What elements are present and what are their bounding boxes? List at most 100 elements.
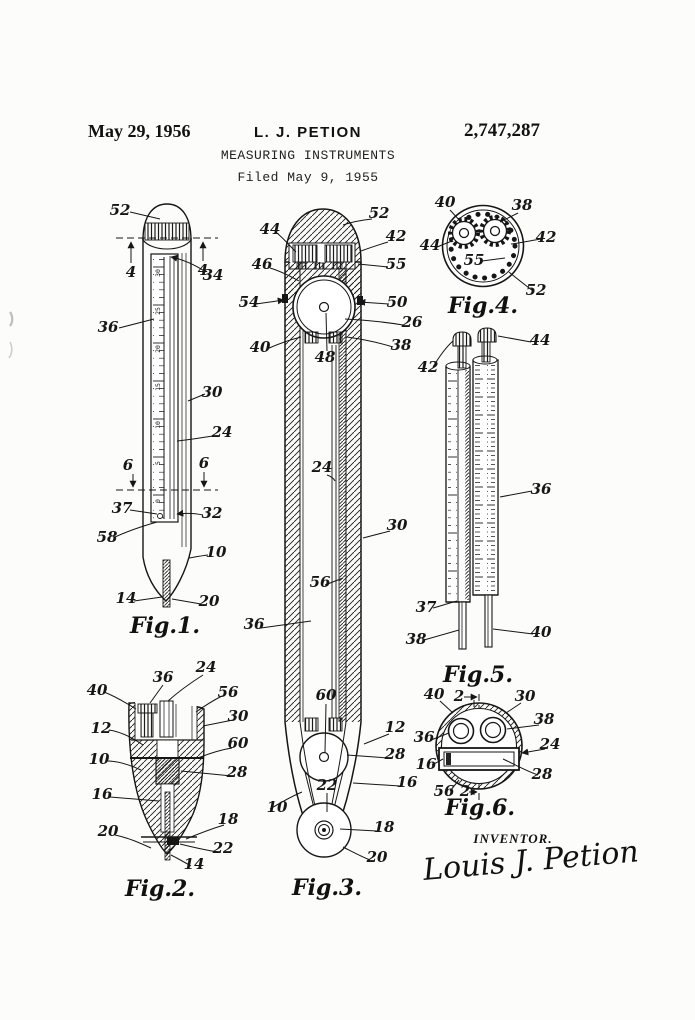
fig6-rod-left xyxy=(447,717,475,745)
fig4-ref-38: 38 xyxy=(512,196,533,214)
fig3-ref-22: 22 xyxy=(316,776,338,794)
fig2-caption: Fig.2. xyxy=(124,876,195,902)
fig4-ref-55: 55 xyxy=(464,251,485,269)
fig5-ref-38: 38 xyxy=(406,630,427,648)
fig3-ref-55: 55 xyxy=(386,255,407,273)
fig1-ref-20: 20 xyxy=(198,592,220,610)
fig6-ref-28: 28 xyxy=(531,765,553,783)
fig2-ref-12: 12 xyxy=(91,719,112,737)
scale-number: 10 xyxy=(154,421,162,429)
fig1-ref-10: 10 xyxy=(206,543,227,561)
fig1-ref-52: 52 xyxy=(110,201,131,219)
fig6-rod-right xyxy=(479,716,507,744)
fig3-ref-56: 56 xyxy=(310,573,331,591)
fig6-caption: Fig.6. xyxy=(444,795,515,821)
fig2-ref-36: 36 xyxy=(153,668,174,686)
fig6-ref-38: 38 xyxy=(534,710,555,728)
fig1-ref-37: 37 xyxy=(112,499,133,517)
fig6-ref-2-top: 2 xyxy=(453,687,464,705)
patent-number: 2,747,287 xyxy=(464,120,541,141)
fig5-ref-44: 44 xyxy=(530,331,551,349)
scale-number: 25 xyxy=(154,307,162,315)
fig2-rod-36 xyxy=(140,712,154,738)
figure-6: 40 2 30 38 36 24 16 28 56 2 Fig.6. xyxy=(414,685,561,821)
fig3-ref-30: 30 xyxy=(387,516,408,534)
fig3-ref-40: 40 xyxy=(250,338,271,356)
figure-2: 40 36 24 56 12 30 10 60 16 28 20 18 22 1… xyxy=(87,658,249,902)
fig5-right-shaft xyxy=(484,594,493,648)
fig2-ref-30: 30 xyxy=(228,707,249,725)
fig1-ref-58: 58 xyxy=(97,528,118,546)
fig1-ref-24: 24 xyxy=(211,423,233,441)
fig4-ref-40: 40 xyxy=(435,193,456,211)
fig3-left-wall xyxy=(285,262,300,722)
fig5-ref-42: 42 xyxy=(418,358,439,376)
fig3-ref-18: 18 xyxy=(374,818,395,836)
patent-title: MEASURING INSTRUMENTS xyxy=(221,148,395,163)
fig6-ref-24: 24 xyxy=(539,735,561,753)
fig1-ref-6-right: 6 xyxy=(199,454,210,472)
figure-3: 44 52 42 46 55 54 50 26 40 48 38 24 30 5… xyxy=(239,204,423,901)
fig3-ref-44: 44 xyxy=(260,220,281,238)
issue-date: May 29, 1956 xyxy=(88,121,191,141)
footer: INVENTOR. Louis J. Petion xyxy=(421,831,640,888)
fig5-right-knob xyxy=(477,327,497,343)
fig2-ref-14: 14 xyxy=(184,855,205,873)
fig6-ref-56: 56 xyxy=(434,782,455,800)
fig1-caption: Fig.1. xyxy=(129,613,200,639)
fig2-ref-18: 18 xyxy=(218,810,239,828)
fig3-ref-38: 38 xyxy=(391,336,412,354)
fig3-ref-16: 16 xyxy=(397,773,418,791)
scale-number: 5 xyxy=(154,461,162,465)
fig3-ref-28: 28 xyxy=(384,745,406,763)
fig3-ref-36: 36 xyxy=(244,615,265,633)
fig2-rod-24 xyxy=(159,700,174,738)
fig2-ref-60: 60 xyxy=(228,734,249,752)
scale-number: 0 xyxy=(154,499,162,503)
fig1-ref-6-left: 6 xyxy=(123,456,134,474)
fig3-rod-24 xyxy=(331,345,337,718)
scan-artifact xyxy=(8,311,14,359)
inventor-label: INVENTOR. xyxy=(472,831,552,846)
fig2-ref-16: 16 xyxy=(92,785,113,803)
fig3-ref-52: 52 xyxy=(369,204,390,222)
fig1-barrel xyxy=(142,238,192,557)
fig1-ref-14: 14 xyxy=(116,589,137,607)
fig1-ref-30: 30 xyxy=(202,383,223,401)
fig5-ref-40: 40 xyxy=(531,623,552,641)
fig3-ref-12: 12 xyxy=(385,718,406,736)
fig1-ref-4-left: 4 xyxy=(126,263,136,281)
fig6-ref-40: 40 xyxy=(424,685,445,703)
fig1-ref-32: 32 xyxy=(202,504,223,522)
fig4-ref-42: 42 xyxy=(536,228,557,246)
fig3-ref-10: 10 xyxy=(267,798,288,816)
fig1-blade xyxy=(162,559,171,608)
fig4-ref-44: 44 xyxy=(420,236,441,254)
fig4-gear-left xyxy=(448,217,480,249)
figure-4: 40 38 44 42 55 52 Fig.4. xyxy=(420,193,557,319)
scale-number: 30 xyxy=(154,269,162,277)
fig3-ref-42: 42 xyxy=(386,227,407,245)
fig2-ref-24: 24 xyxy=(195,658,217,676)
fig3-ref-50: 50 xyxy=(387,293,408,311)
fig2-ref-22: 22 xyxy=(212,839,234,857)
fig1-scale-numbers: 30 25 20 15 10 5 0 xyxy=(154,269,162,503)
fig3-caption: Fig.3. xyxy=(291,875,362,901)
fig1-cap xyxy=(142,203,192,241)
fig3-right-wall xyxy=(346,262,361,722)
fig2-ref-28: 28 xyxy=(226,763,248,781)
fig6-ref-36: 36 xyxy=(414,728,435,746)
fig4-caption: Fig.4. xyxy=(447,293,518,319)
fig3-ref-20: 20 xyxy=(366,848,388,866)
fig3-ref-48: 48 xyxy=(315,348,336,366)
fig3-liner-56 xyxy=(339,268,346,722)
fig1-ref-34: 34 xyxy=(203,266,224,284)
figure-5: 42 44 36 37 38 40 Fig.5. xyxy=(406,327,552,688)
fig3-ref-54: 54 xyxy=(239,293,260,311)
fig3-ref-26: 26 xyxy=(401,313,423,331)
fig6-ref-16: 16 xyxy=(416,755,437,773)
fig5-ref-36: 36 xyxy=(531,480,552,498)
scale-number: 20 xyxy=(154,345,162,353)
